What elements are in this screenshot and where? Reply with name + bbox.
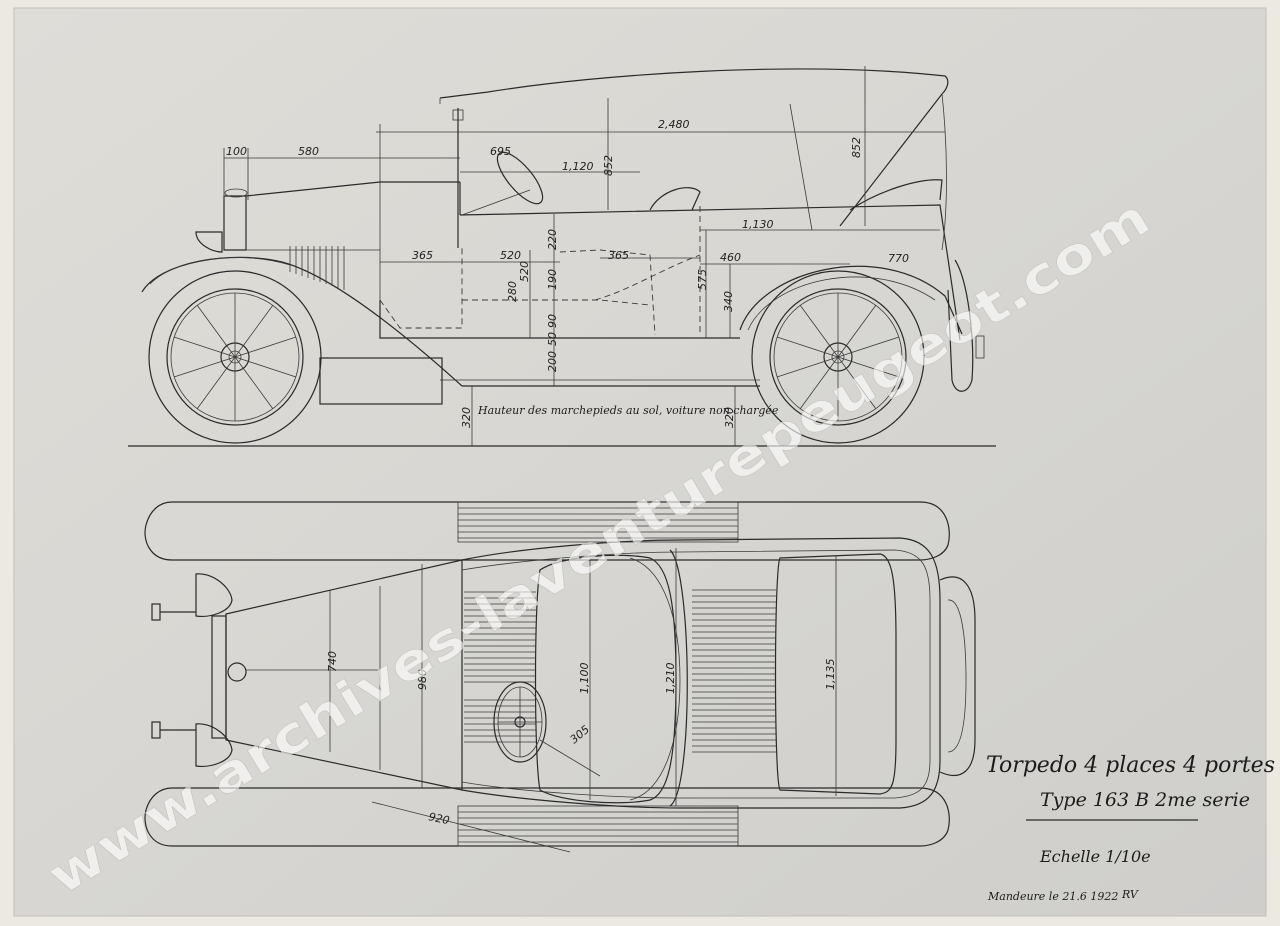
front-seat-top bbox=[534, 554, 677, 804]
hood bbox=[439, 68, 949, 227]
dim-520-horizontal: 520 bbox=[500, 249, 521, 262]
radiator-cap-top bbox=[227, 662, 247, 682]
rear-wheel bbox=[751, 270, 925, 444]
spare-wheel bbox=[947, 259, 974, 392]
headlamp-right-top bbox=[195, 723, 233, 767]
drawing-initials: RV bbox=[1121, 888, 1139, 901]
side-lamp-right bbox=[151, 721, 161, 739]
dim-460: 460 bbox=[720, 251, 741, 264]
top-view: 740 980 1,100 1,210 1,135 305 920 bbox=[144, 501, 976, 853]
dim-320-front: 320 bbox=[460, 407, 473, 428]
dim-50: 50 bbox=[546, 332, 559, 346]
rear-lamp bbox=[975, 335, 985, 359]
dim-770: 770 bbox=[888, 252, 909, 265]
dim-90: 90 bbox=[546, 314, 559, 328]
floor-hatching bbox=[464, 589, 776, 753]
spare-wheel-top bbox=[939, 576, 976, 777]
front-wheel bbox=[148, 270, 322, 444]
front-door-outline bbox=[379, 248, 463, 329]
dim-1210: 1,210 bbox=[664, 663, 677, 695]
dim-920: 920 bbox=[427, 810, 450, 827]
title-block: Torpedo 4 places 4 portes Type 163 B 2me… bbox=[986, 753, 1275, 903]
headlamp-left-top bbox=[195, 573, 233, 617]
headlamp bbox=[195, 231, 223, 253]
drawing-title: Torpedo 4 places 4 portes bbox=[986, 753, 1275, 778]
paper-background bbox=[13, 7, 1267, 917]
dim-520-vertical: 520 bbox=[518, 261, 531, 282]
dim-220: 220 bbox=[546, 229, 559, 250]
dim-852-front: 852 bbox=[602, 155, 615, 176]
running-board-right bbox=[457, 805, 739, 847]
side-view: 100 580 695 2,480 1,120 852 852 1,130 36… bbox=[128, 66, 996, 447]
dim-1130: 1,130 bbox=[742, 218, 774, 231]
bonnet-louvres bbox=[289, 246, 345, 290]
steering-wheel bbox=[496, 151, 544, 205]
dim-695: 695 bbox=[490, 145, 511, 158]
ground-clearance-note: Hauteur des marchepieds au sol, voiture … bbox=[477, 404, 779, 417]
dim-100: 100 bbox=[226, 145, 247, 158]
side-lamp-left bbox=[151, 603, 161, 621]
rear-seat-top bbox=[774, 553, 897, 795]
dim-200: 200 bbox=[546, 351, 559, 372]
dim-365-front: 365 bbox=[412, 249, 433, 262]
top-dimension-lines bbox=[329, 548, 837, 853]
radiator-top-view bbox=[211, 615, 227, 739]
body-side bbox=[379, 204, 961, 341]
dim-340: 340 bbox=[722, 291, 735, 312]
step-box bbox=[319, 357, 443, 405]
dim-580: 580 bbox=[298, 145, 319, 158]
dim-575: 575 bbox=[696, 269, 709, 290]
steering-wheel-top bbox=[493, 681, 547, 763]
dim-740: 740 bbox=[326, 651, 339, 672]
right-mudguards-top bbox=[144, 787, 950, 847]
body-outline-top bbox=[461, 537, 941, 809]
running-board-left bbox=[457, 501, 739, 543]
dim-2480: 2,480 bbox=[658, 118, 690, 131]
dim-320-rear: 320 bbox=[723, 407, 736, 428]
drawing-type: Type 163 B 2me serie bbox=[1040, 789, 1250, 811]
rear-seat bbox=[849, 179, 943, 211]
dim-365-rear: 365 bbox=[608, 249, 629, 262]
dim-1120: 1,120 bbox=[562, 160, 594, 173]
dim-190: 190 bbox=[546, 269, 559, 290]
side-dimension-lines bbox=[223, 66, 945, 446]
rear-door-outline bbox=[559, 249, 656, 336]
dim-280: 280 bbox=[506, 281, 519, 302]
dim-980: 980 bbox=[416, 669, 429, 690]
rear-mudguard bbox=[739, 265, 963, 335]
dim-1135: 1,135 bbox=[824, 659, 837, 691]
drawing-signature: Mandeure le 21.6 1922 bbox=[987, 890, 1118, 903]
drawing-scale: Echelle 1/10e bbox=[1039, 847, 1151, 866]
radiator-cap bbox=[224, 188, 248, 198]
front-seat bbox=[649, 187, 701, 211]
dim-1100: 1,100 bbox=[578, 663, 591, 695]
dim-852-rear: 852 bbox=[850, 137, 863, 158]
